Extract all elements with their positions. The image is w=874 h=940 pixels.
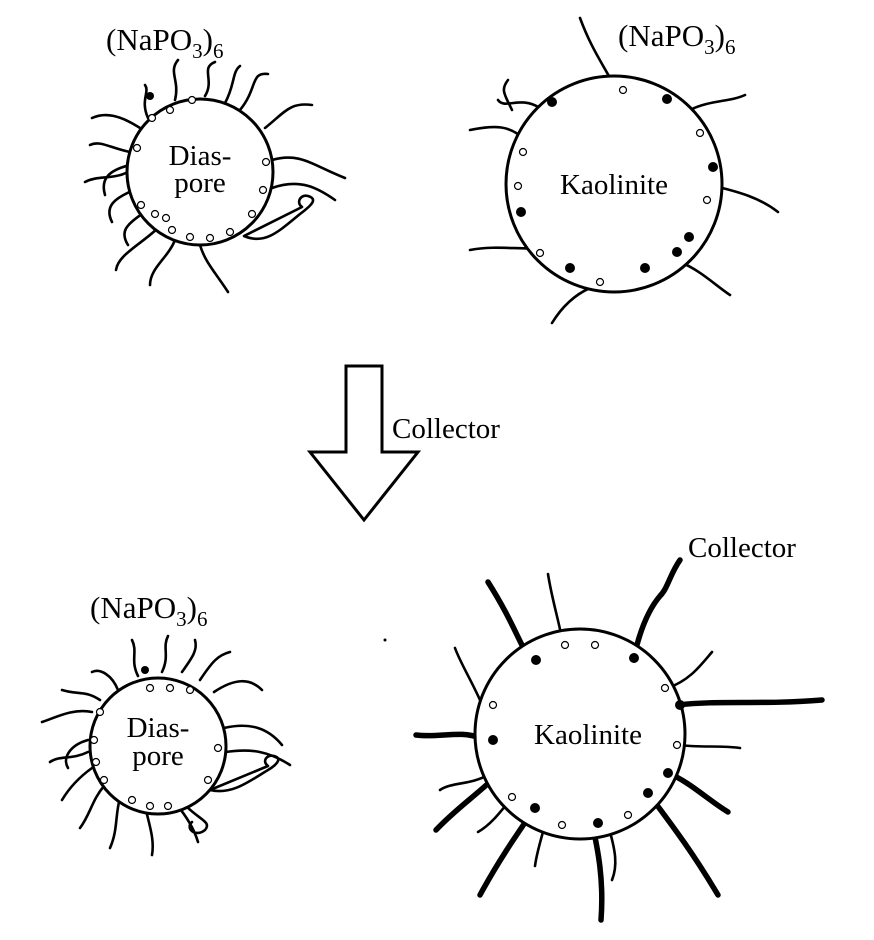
- napo3-label-diaspore-top: (NaPO3)6: [106, 22, 223, 63]
- kaolinite-label-bottom: Kaolinite: [534, 719, 642, 751]
- kaolinite-label-top: Kaolinite: [560, 169, 668, 201]
- collector-head-diaspore-top: [146, 92, 154, 100]
- stray-dot: [383, 638, 387, 642]
- collector-pointer-label: Collector: [688, 532, 796, 564]
- diaspore-label-line1-top: Dias-: [169, 140, 232, 172]
- diaspore-label-line2-top: pore: [174, 167, 226, 199]
- kaolinite-bottom-group: Collector: [413, 532, 825, 923]
- kaolinite-particle-bottom: [473, 627, 687, 841]
- open-sites-diaspore-top: [132, 95, 271, 243]
- diaspore-particle-top: [125, 97, 275, 247]
- arrow-label-collector: Collector: [392, 413, 500, 445]
- napo3-label-kaolinite-top: (NaPO3)6: [618, 18, 735, 59]
- sites-kaolinite-bottom: [488, 640, 685, 830]
- napo3-chains-diaspore-bottom: [40, 634, 292, 857]
- diaspore-label-line1-bottom: Dias-: [127, 712, 190, 744]
- diaspore-label-line2-bottom: pore: [132, 740, 184, 772]
- diaspore-particle-bottom: [88, 676, 228, 816]
- sites-kaolinite-top: [513, 85, 718, 287]
- kaolinite-particle-top: [504, 74, 724, 294]
- diaspore-top-group: (NaPO3)6: [83, 22, 347, 294]
- kaolinite-top-group: (NaPO3)6: [468, 16, 780, 325]
- collector-arrow: Collector: [306, 364, 500, 523]
- diaspore-bottom-group: (NaPO3)6: [40, 590, 292, 857]
- napo3-label-diaspore-bottom: (NaPO3)6: [90, 590, 207, 631]
- collector-head-diaspore-bottom: [141, 666, 149, 674]
- open-sites-diaspore-bottom: [89, 683, 223, 811]
- down-arrow-icon: [306, 364, 422, 523]
